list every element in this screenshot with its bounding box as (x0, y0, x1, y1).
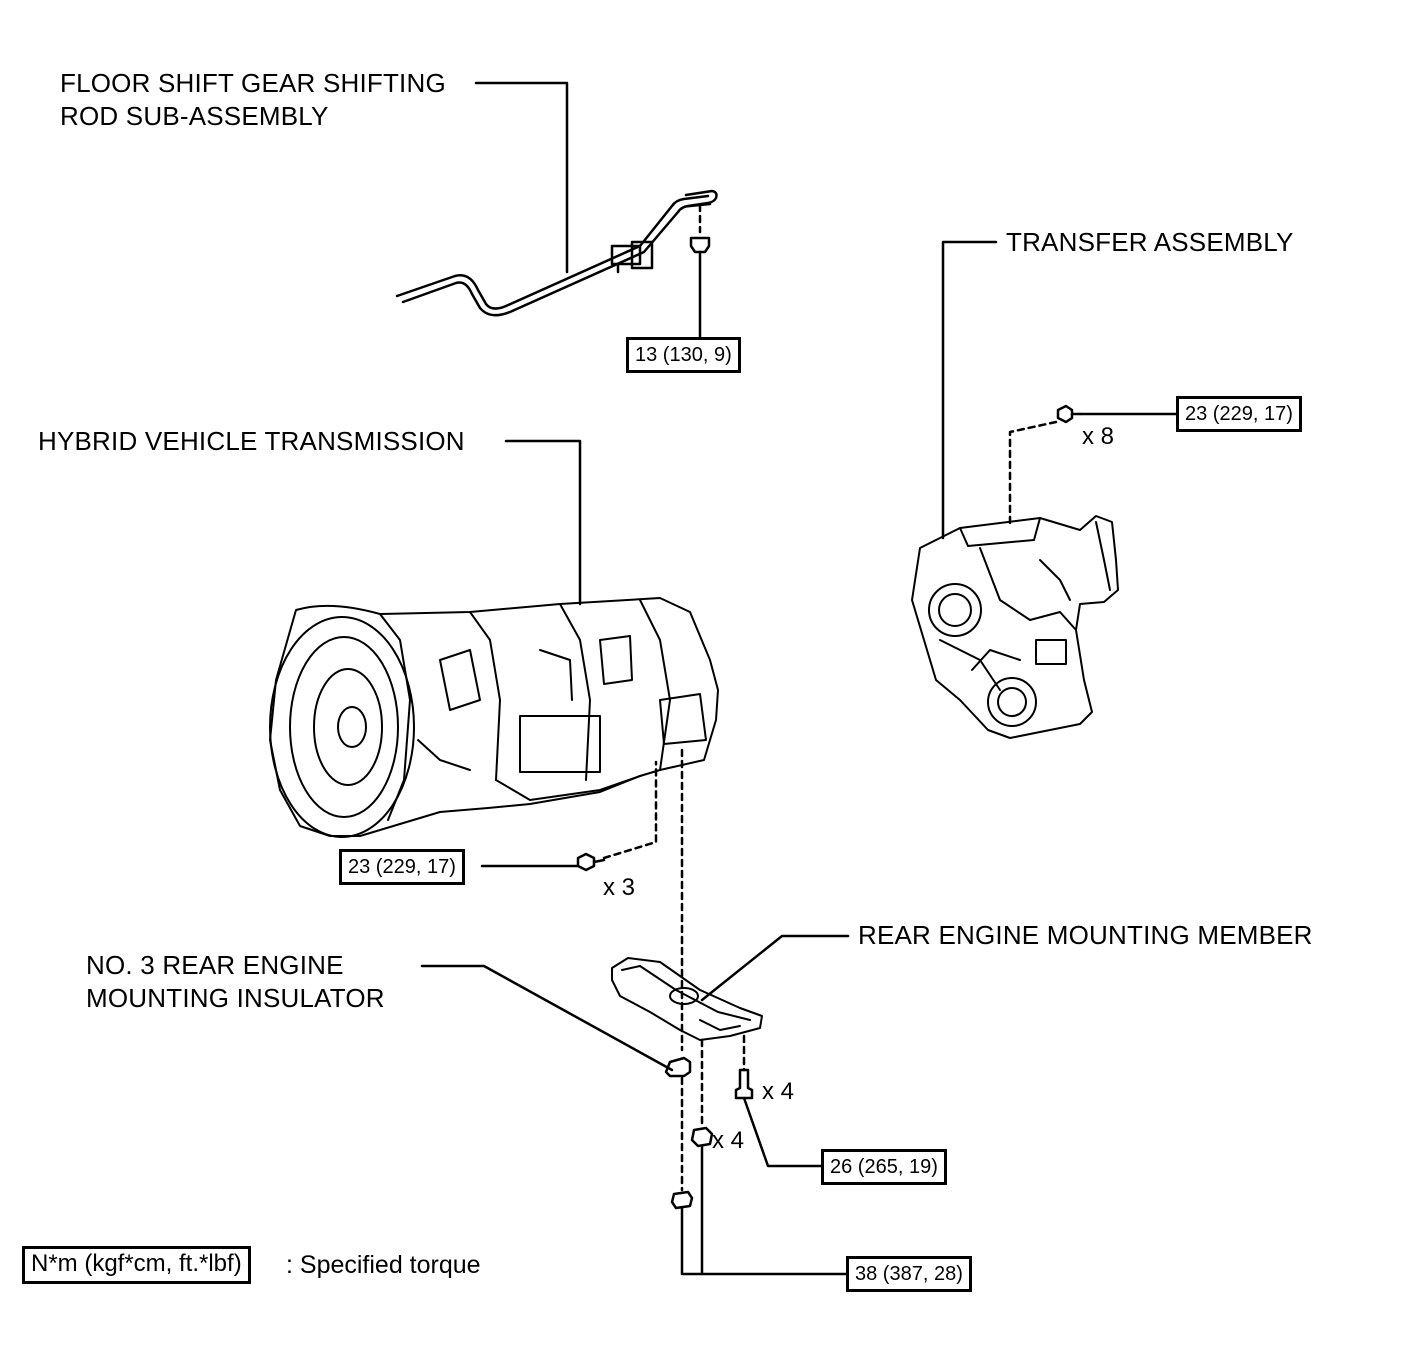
torque-box-transmission: 23 (229, 17) (339, 849, 465, 885)
leader-floor-shift (474, 81, 569, 274)
label-transfer-assembly: TRANSFER ASSEMBLY (1006, 227, 1294, 257)
transmission-bolt (576, 852, 596, 872)
legend-specified-torque: : Specified torque (286, 1251, 481, 1279)
rear-member-drawing (611, 957, 763, 1041)
transfer-assembly-drawing (911, 515, 1119, 739)
member-nut (690, 1126, 714, 1148)
torque-box-shift-rod: 13 (130, 9) (626, 337, 741, 373)
torque-box-transfer: 23 (229, 17) (1176, 396, 1302, 432)
legend-unit-box: N*m (kgf*cm, ft.*lbf) (22, 1246, 251, 1284)
qty-transfer: x 8 (1082, 423, 1115, 450)
transfer-dashed (1008, 420, 1058, 526)
label-hybrid-transmission: HYBRID VEHICLE TRANSMISSION (38, 426, 465, 456)
torque-box-member: 26 (265, 19) (821, 1149, 947, 1185)
qty-member-bolts: x 4 (762, 1078, 795, 1105)
transmission-dashed (602, 760, 658, 860)
insulator-torque-leader (680, 1206, 850, 1276)
member-bolt (734, 1068, 754, 1100)
leader-no3-insulator (420, 964, 674, 1072)
shifting-rod-drawing (395, 189, 718, 317)
torque-box-insulator: 38 (387, 28) (846, 1256, 972, 1292)
leader-hybrid (504, 439, 582, 606)
lower-bolt (670, 1190, 694, 1210)
qty-member-nuts: x 4 (712, 1127, 745, 1154)
qty-transmission: x 3 (603, 874, 636, 901)
transfer-bolt (1056, 404, 1074, 424)
shift-rod-nut (689, 236, 711, 254)
label-no3-insulator: NO. 3 REAR ENGINE MOUNTING INSULATOR (86, 950, 385, 1013)
member-bolt-leader (742, 1096, 826, 1168)
leader-rear-member (700, 934, 850, 1002)
leader-transfer (941, 240, 998, 540)
label-rear-engine-member: REAR ENGINE MOUNTING MEMBER (858, 920, 1313, 950)
label-floor-shift-rod: FLOOR SHIFT GEAR SHIFTING ROD SUB-ASSEMB… (60, 68, 446, 131)
hybrid-transmission-drawing (269, 597, 719, 838)
insulator-nut (664, 1056, 692, 1078)
